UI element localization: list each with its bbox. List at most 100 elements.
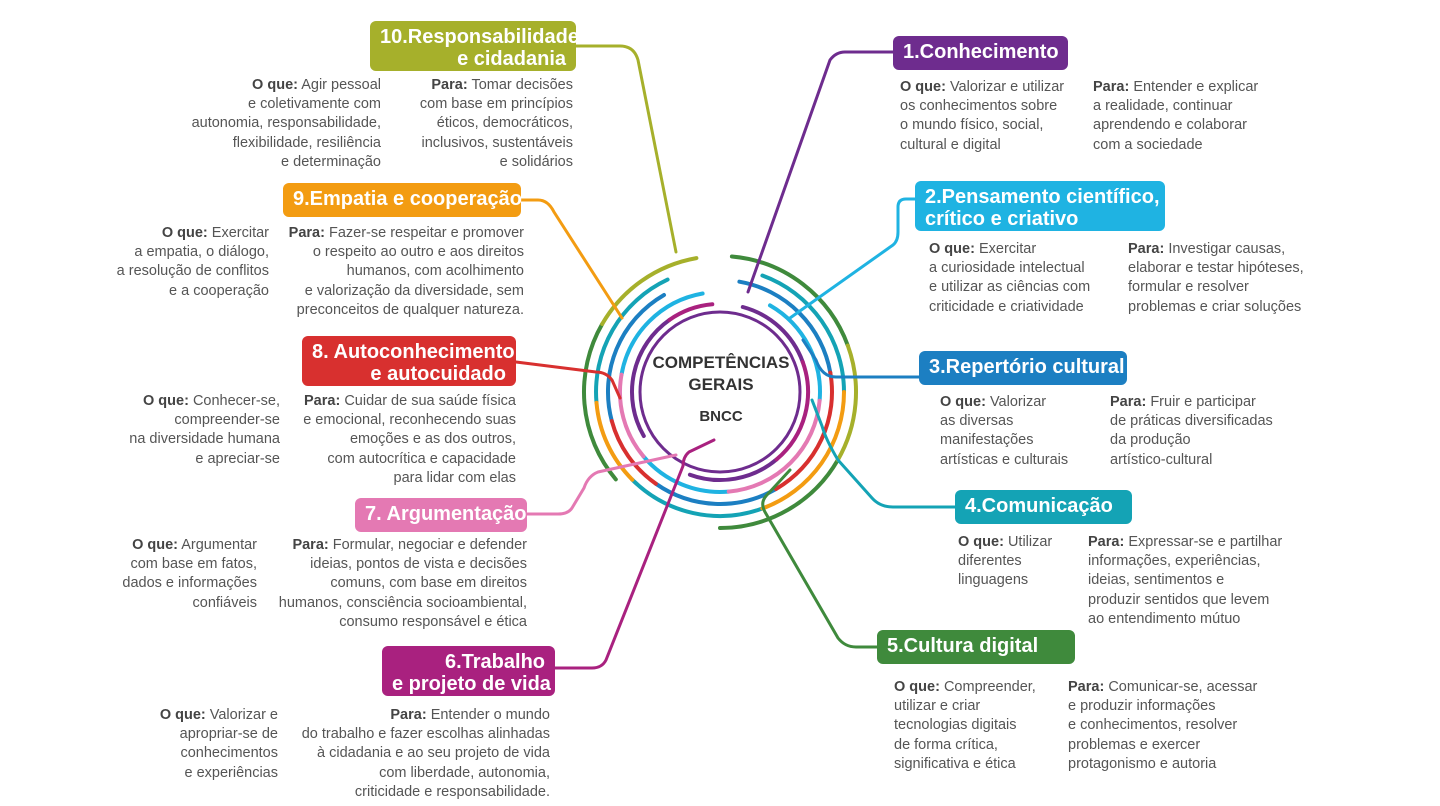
competencia-title-1: 1.Conhecimento xyxy=(893,36,1068,70)
text-line: O que: Conhecer-se, xyxy=(129,392,280,411)
text-content: Compreender, xyxy=(943,679,1036,695)
text-content: cultural e digital xyxy=(900,136,1001,153)
text-line: Para: Investigar causas, xyxy=(1128,240,1304,259)
text-line: e valorização da diversidade, sem xyxy=(289,282,524,301)
para-label: Para: xyxy=(1110,394,1147,410)
text-content: Cuidar de sua saúde física xyxy=(344,393,516,409)
text-line: artísticas e culturais xyxy=(940,451,1068,470)
text-line: Para: Fazer-se respeitar e promover xyxy=(289,224,524,243)
text-line: Para: Cuidar de sua saúde física xyxy=(303,392,516,411)
text-content: na diversidade humana xyxy=(129,431,280,448)
text-line: humanos, com acolhimento xyxy=(289,262,524,281)
text-content: conhecimentos xyxy=(180,745,278,762)
ring-arc-15 xyxy=(774,359,811,462)
text-content: Entender e explicar xyxy=(1133,79,1259,95)
title-line: crítico e criativo xyxy=(925,208,1079,230)
text-content: e produzir informações xyxy=(1068,698,1216,715)
text-content: aprendendo e colaborar xyxy=(1093,117,1247,134)
competencia-title-9: 9.Empatia e cooperação xyxy=(283,183,522,217)
text-content: humanos, com acolhimento xyxy=(346,263,524,280)
text-content: problemas e criar soluções xyxy=(1128,298,1302,315)
text-content: apropriar-se de xyxy=(179,726,278,743)
text-line: de forma crítica, xyxy=(894,736,1036,755)
text-line: do trabalho e fazer escolhas alinhadas xyxy=(302,725,550,744)
text-content: formular e resolver xyxy=(1128,279,1249,296)
text-content: Exercitar xyxy=(211,225,269,241)
text-content: Exercitar xyxy=(978,241,1037,257)
ring-arc-13 xyxy=(718,458,840,530)
ring-arc-19 xyxy=(774,370,834,491)
text-line: com a sociedade xyxy=(1093,136,1258,155)
text-line: a realidade, continuar xyxy=(1093,97,1258,116)
text-line: Para: Tomar decisões xyxy=(420,76,573,95)
title-line: 9.Empatia e cooperação xyxy=(293,188,522,210)
text-line: e emocional, reconhecendo suas xyxy=(303,411,516,430)
text-content: Investigar causas, xyxy=(1168,241,1286,257)
text-content: com base em princípios xyxy=(419,96,573,113)
title-line: 10.Responsabilidade xyxy=(380,26,579,48)
text-content: preconceitos de qualquer natureza. xyxy=(296,301,524,318)
text-line: e conhecimentos, resolver xyxy=(1068,716,1257,735)
text-line: emoções e as dos outros, xyxy=(303,430,516,449)
text-content: Conhecer-se, xyxy=(192,393,280,409)
text-line: Para: Entender o mundo xyxy=(302,706,550,725)
text-line: o mundo físico, social, xyxy=(900,116,1064,135)
text-content: para lidar com elas xyxy=(393,469,517,486)
text-content: à cidadania e ao seu projeto de vida xyxy=(317,745,550,762)
para-label: Para: xyxy=(304,393,341,409)
text-content: autonomia, responsabilidade, xyxy=(191,115,381,132)
text-line: O que: Utilizar xyxy=(958,533,1052,552)
ring-arc-20 xyxy=(609,419,658,486)
text-content: informações, experiências, xyxy=(1088,553,1261,570)
text-line: e utilizar as ciências com xyxy=(929,278,1090,297)
text-content: dados e informações xyxy=(122,575,257,592)
para-label: Para: xyxy=(292,537,329,553)
text-line: as diversas xyxy=(940,412,1068,431)
connector-3 xyxy=(801,338,921,379)
text-content: e valorização da diversidade, sem xyxy=(304,282,524,299)
text-line: artístico-cultural xyxy=(1110,451,1273,470)
text-line: conhecimentos xyxy=(160,744,278,763)
ring-arc-16 xyxy=(667,302,715,322)
ring-arc-17 xyxy=(726,398,822,494)
text-line: O que: Exercitar xyxy=(117,224,269,243)
text-content: o mundo físico, social, xyxy=(900,117,1044,134)
o-que-label: O que: xyxy=(161,225,208,241)
ring-arc-23 xyxy=(835,343,858,462)
text-content: inclusivos, sustentáveis xyxy=(421,134,573,151)
text-content: e utilizar as ciências com xyxy=(929,279,1091,296)
connector-8 xyxy=(514,360,622,400)
title-line: 5.Cultura digital xyxy=(887,635,1039,657)
text-content: e conhecimentos, resolver xyxy=(1068,717,1238,734)
text-line: O que: Exercitar xyxy=(929,240,1090,259)
text-content: os conhecimentos sobre xyxy=(900,98,1058,115)
text-content: de práticas diversificadas xyxy=(1110,413,1273,430)
connector-6 xyxy=(553,438,716,670)
text-content: Argumentar xyxy=(181,537,257,553)
text-line: dados e informações xyxy=(122,574,257,593)
ring-arc-3 xyxy=(768,303,822,403)
text-content: elaborar e testar hipóteses, xyxy=(1128,260,1304,277)
text-line: aprendendo e colaborar xyxy=(1093,116,1258,135)
text-line: compreender-se xyxy=(129,411,280,430)
text-line: preconceitos de qualquer natureza. xyxy=(289,301,524,320)
text-line: de práticas diversificadas xyxy=(1110,412,1273,431)
text-content: Expressar-se e partilhar xyxy=(1128,534,1283,550)
text-content: flexibilidade, resiliência xyxy=(232,134,381,151)
ring-arc-10 xyxy=(630,477,765,518)
text-line: apropriar-se de xyxy=(160,725,278,744)
text-content: tecnologias digitais xyxy=(894,717,1017,734)
text-line: O que: Agir pessoal xyxy=(192,76,381,95)
text-content: e a cooperação xyxy=(169,282,269,299)
text-line: problemas e exercer xyxy=(1068,736,1257,755)
